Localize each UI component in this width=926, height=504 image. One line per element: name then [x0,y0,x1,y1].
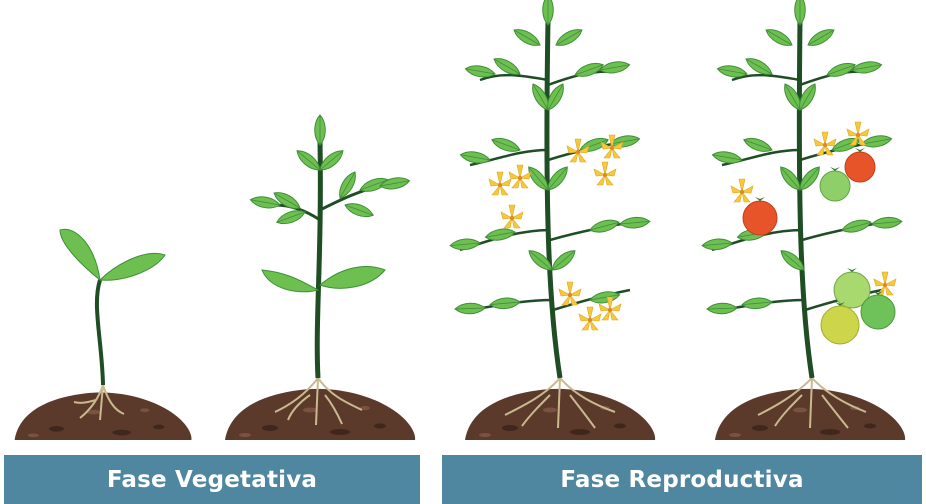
vegetative-phase-label: Fase Vegetativa [107,467,317,493]
reproductive-phase-label: Fase Reproductiva [560,467,803,493]
seedling-plant [15,229,192,440]
flowering-plant [450,0,655,440]
reproductive-phase-banner: Fase Reproductiva [442,455,922,504]
vegetative-phase-banner: Fase Vegetativa [4,455,420,504]
fruiting-plant [702,0,905,440]
young-plant [225,115,415,440]
